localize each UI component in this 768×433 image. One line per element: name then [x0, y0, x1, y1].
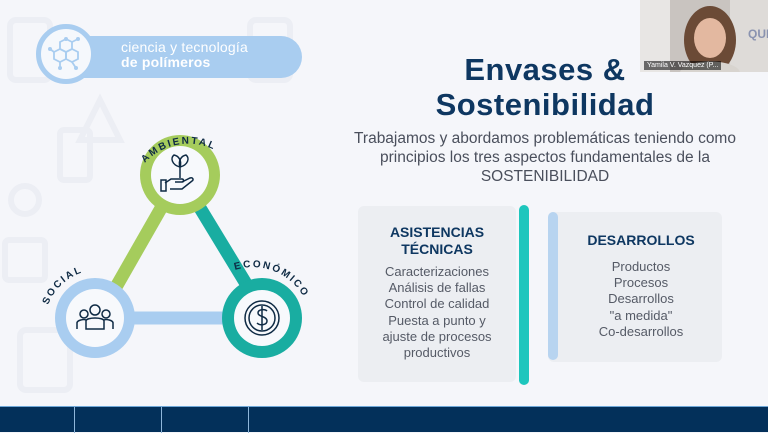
- card-title-line1: ASISTENCIAS: [389, 224, 485, 240]
- card-items: Caracterizaciones Análisis de fallas Con…: [358, 264, 516, 361]
- logo-line1: ciencia y tecnología: [121, 39, 248, 55]
- dollar-coin-icon: [244, 300, 280, 336]
- participant-video: QUI: [640, 0, 768, 72]
- toolbar-separator: [74, 407, 75, 433]
- title-line1: Envases &: [464, 52, 626, 87]
- sustainability-triangle-diagram: AMBIENTAL SOCIAL: [41, 135, 309, 358]
- logo-badge: [36, 24, 96, 84]
- list-item: Caracterizaciones: [384, 264, 490, 279]
- card-asistencias-tecnicas: ASISTENCIAS TÉCNICAS Caracterizaciones A…: [358, 206, 516, 382]
- divider-teal: [519, 205, 529, 385]
- plant-in-hand-icon: [160, 154, 194, 192]
- bottom-toolbar: [0, 406, 768, 433]
- card-title: ASISTENCIAS TÉCNICAS: [358, 224, 516, 258]
- list-item: ajuste de procesos: [382, 328, 492, 344]
- title-line2: Sostenibilidad: [435, 87, 655, 122]
- list-item: Puesta a punto y: [388, 312, 486, 328]
- list-item: productivos: [403, 345, 471, 361]
- list-item: Procesos: [613, 275, 669, 291]
- list-item: Desarrollos: [608, 291, 674, 307]
- logo-line2: de polímeros: [121, 54, 211, 70]
- logo-banner: [62, 36, 302, 78]
- list-item: Productos: [611, 259, 671, 274]
- node-social: SOCIAL: [41, 265, 135, 358]
- slide-title: Envases & Sostenibilidad: [400, 52, 690, 122]
- logo-text: ciencia y tecnología de polímeros: [121, 40, 248, 70]
- svg-text:QUI: QUI: [748, 27, 768, 41]
- people-group-icon: [76, 304, 114, 330]
- list-item: "a medida": [609, 307, 673, 323]
- card-items: Productos Procesos Desarrollos "a medida…: [548, 259, 722, 340]
- divider-light-blue: [548, 212, 558, 360]
- list-item: Análisis de fallas: [388, 280, 486, 296]
- node-ambiental: AMBIENTAL: [139, 135, 220, 215]
- toolbar-separator: [248, 407, 249, 433]
- list-item: Control de calidad: [384, 296, 490, 312]
- list-item: Co-desarrollos: [598, 323, 684, 339]
- toolbar-separator: [161, 407, 162, 433]
- card-title-line2: TÉCNICAS: [401, 241, 473, 257]
- molecule-icon: [48, 37, 80, 70]
- background-pattern: [2, 17, 293, 393]
- slide-subtitle: Trabajamos y abordamos problemáticas ten…: [354, 130, 736, 185]
- presentation-slide: ciencia y tecnología de polímeros: [2, 0, 768, 393]
- card-title: DESARROLLOS: [587, 232, 695, 248]
- participant-video-tile[interactable]: QUI Yamila V. Vazquez (P...: [640, 0, 768, 72]
- card-desarrollos: DESARROLLOS Productos Procesos Desarroll…: [548, 212, 722, 362]
- participant-name-label: Yamila V. Vazquez (P...: [644, 61, 722, 70]
